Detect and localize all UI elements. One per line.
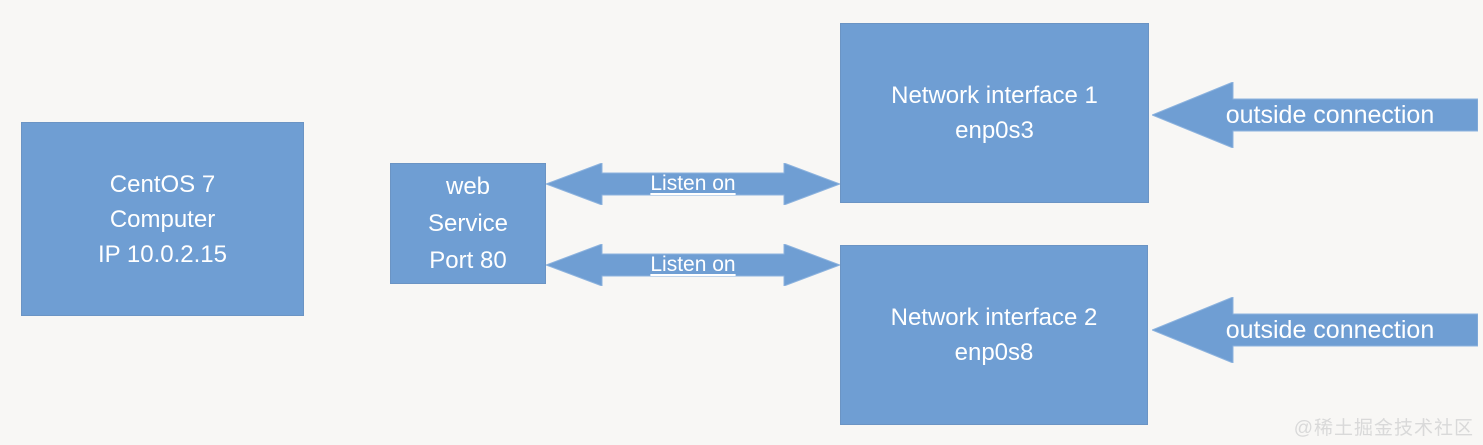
left-arrow-icon [1152, 297, 1478, 363]
node-web-line3: Port 80 [429, 247, 507, 274]
node-centos-line3: IP 10.0.2.15 [98, 240, 227, 268]
listen-on-arrow-1: Listen on [546, 163, 840, 205]
node-web-line2: Service [427, 210, 509, 237]
watermark-text: @稀土掘金技术社区 [1293, 418, 1474, 439]
left-arrow-icon [1152, 82, 1478, 148]
outside-connection-arrow-1: outside connection [1152, 82, 1478, 148]
listen-on-arrow-2: Listen on [546, 244, 840, 286]
node-network-interface-1: Network interface 1 enp0s3 [840, 23, 1149, 203]
node-nic1-line1: Network interface 1 [891, 82, 1098, 109]
node-centos-line2: Computer [109, 205, 216, 233]
node-nic2-line2: enp0s8 [954, 339, 1034, 366]
double-arrow-icon [546, 244, 840, 286]
node-web-service: web Service Port 80 [390, 163, 546, 284]
node-centos-computer: CentOS 7 Computer IP 10.0.2.15 [21, 122, 304, 316]
outside-connection-arrow-2: outside connection [1152, 297, 1478, 363]
node-network-interface-2: Network interface 2 enp0s8 [840, 245, 1148, 425]
node-nic1-line2: enp0s3 [955, 117, 1034, 144]
double-arrow-icon [546, 163, 840, 205]
node-web-line1: web [445, 173, 491, 200]
node-nic2-line1: Network interface 2 [890, 304, 1098, 331]
node-centos-line1: CentOS 7 [109, 170, 216, 198]
